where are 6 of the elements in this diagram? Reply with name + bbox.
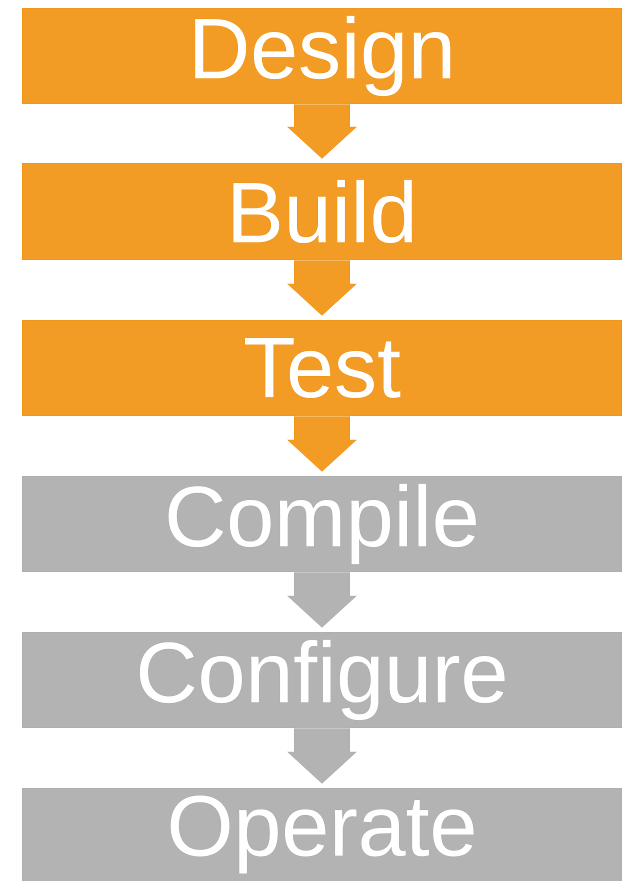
process-box: Design [22,8,622,104]
process-box: Test [22,320,622,416]
process-box: Build [22,163,622,260]
process-box: Compile [22,476,622,572]
process-box: Operate [22,788,622,881]
process-box: Configure [22,632,622,728]
